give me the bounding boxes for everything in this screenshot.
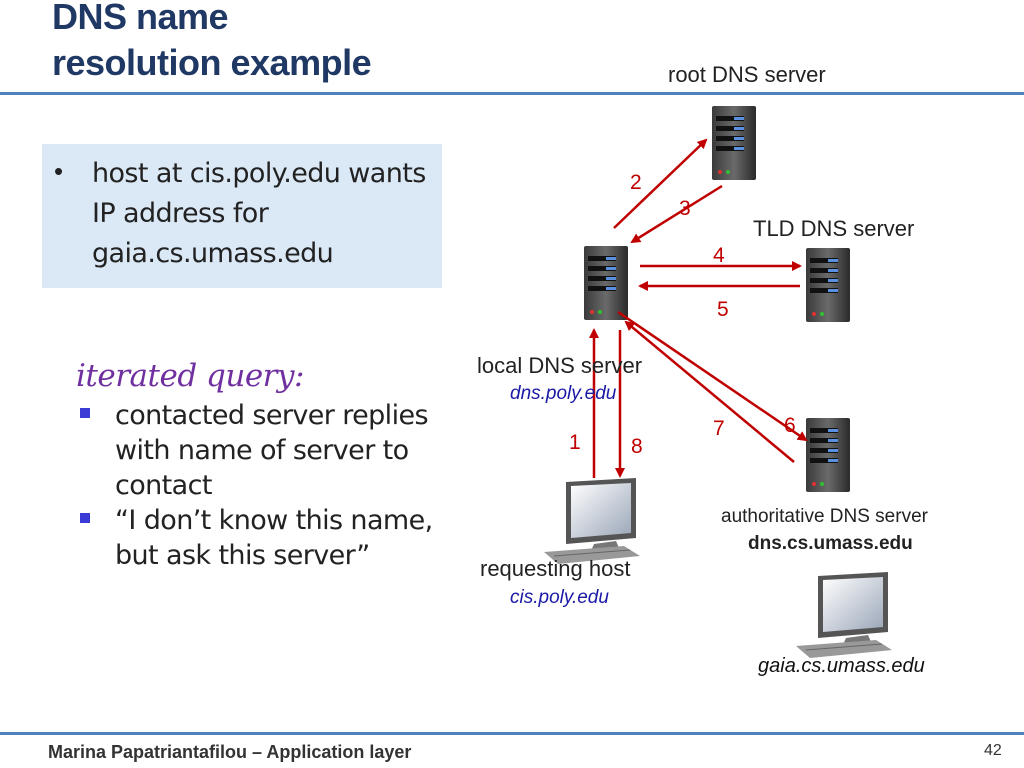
local-server-icon [584, 246, 628, 320]
bullet-square-icon [80, 513, 90, 523]
requesting-host-sublabel: cis.poly.edu [510, 587, 609, 608]
step-3-label: 3 [679, 197, 691, 220]
local-server-label: local DNS server [477, 353, 643, 378]
footer-rule [0, 732, 1024, 735]
step-8-label: 8 [631, 435, 643, 458]
header-rule [0, 92, 1024, 95]
requesting-host-label: requesting host [480, 556, 631, 581]
auth-server-sublabel: dns.cs.umass.edu [748, 533, 913, 554]
local-server-sublabel: dns.poly.edu [510, 383, 617, 404]
iterated-item-1: contacted server replies with name of se… [115, 400, 429, 501]
root-server-icon [712, 106, 756, 180]
iterated-query-title: iterated query: [76, 358, 304, 394]
info-box: • host at cis.poly.edu wants IP address … [42, 144, 442, 288]
gaia-computer-icon [796, 572, 892, 658]
tld-server-icon [806, 248, 850, 322]
page-title-line-2: resolution example [52, 42, 372, 83]
info-bullet: • [54, 156, 64, 186]
auth-server-icon [806, 418, 850, 492]
arrow-3 [630, 184, 723, 244]
bullet-square-icon [80, 408, 90, 418]
auth-server-label: authoritative DNS server [721, 506, 928, 527]
step-2-label: 2 [630, 171, 642, 194]
page-title-line-1: DNS name [52, 0, 229, 37]
page-title: DNS name resolution example [52, 0, 372, 86]
gaia-host-label: gaia.cs.umass.edu [758, 655, 925, 677]
arrow-7 [624, 320, 795, 463]
arrow-2 [613, 138, 708, 229]
step-5-label: 5 [717, 298, 729, 321]
step-7-label: 7 [713, 417, 725, 440]
page-number: 42 [984, 742, 1002, 759]
iterated-item-2: “I don’t know this name, but ask this se… [115, 505, 433, 571]
arrow-6 [617, 310, 808, 442]
step-6-label: 6 [784, 414, 796, 437]
step-1-label: 1 [569, 431, 581, 454]
requesting-host-computer-icon [544, 478, 640, 564]
tld-server-label: TLD DNS server [753, 216, 915, 241]
footer-author: Marina Papatriantafilou – Application la… [48, 742, 412, 762]
info-text: host at cis.poly.edu wants IP address fo… [92, 158, 426, 269]
root-server-label: root DNS server [668, 62, 826, 87]
step-4-label: 4 [713, 244, 725, 267]
